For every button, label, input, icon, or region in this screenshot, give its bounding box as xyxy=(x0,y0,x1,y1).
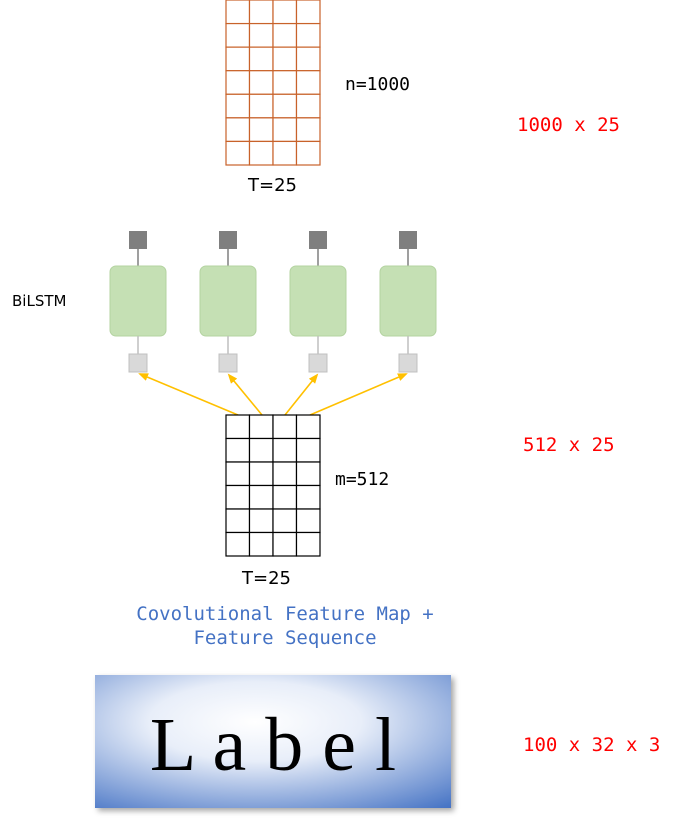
lstm-input-node xyxy=(128,353,148,373)
output-grid-cell xyxy=(272,140,298,166)
output-grid-cell xyxy=(248,117,274,143)
feature-grid-cell xyxy=(225,484,251,510)
output-probability-grid xyxy=(225,0,321,166)
bilstm-label: BiLSTM xyxy=(12,292,66,310)
lstm-output-node xyxy=(219,231,237,249)
input-dimension-label: 100 x 32 x 3 xyxy=(523,734,660,756)
feature-grid-cell xyxy=(272,461,298,487)
feature-grid-cell xyxy=(272,437,298,463)
output-grid-cell xyxy=(248,140,274,166)
feature-grid-cell xyxy=(272,414,298,440)
lstm-cell xyxy=(379,265,437,337)
feature-height-label: m=512 xyxy=(335,469,389,490)
caption-line-1: Covolutional Feature Map + xyxy=(136,603,433,625)
feature-grid-cell xyxy=(248,414,274,440)
output-grid-cell xyxy=(248,93,274,119)
feature-grid-cell xyxy=(295,484,321,510)
feature-sequence-grid xyxy=(225,414,321,557)
feature-to-lstm-arrows xyxy=(138,373,408,416)
input-image-background xyxy=(95,675,451,808)
input-image: L a b e l xyxy=(95,675,451,808)
lstm-output-node xyxy=(129,231,147,249)
feature-grid-cell xyxy=(272,508,298,534)
output-grid-cell xyxy=(272,22,298,48)
output-grid-cell xyxy=(295,22,321,48)
feature-grid-cell xyxy=(248,531,274,557)
output-grid-cell xyxy=(248,0,274,25)
output-grid-cell xyxy=(248,46,274,72)
input-image-text: L a b e l xyxy=(150,703,396,787)
bilstm-cells xyxy=(109,231,437,373)
feature-grid-cell xyxy=(248,484,274,510)
feature-grid-cell xyxy=(295,531,321,557)
output-grid-cell xyxy=(295,117,321,143)
feature-grid-cell xyxy=(225,414,251,440)
feature-grid-cell xyxy=(295,508,321,534)
output-grid-cell xyxy=(225,93,251,119)
lstm-output-node xyxy=(309,231,327,249)
output-grid-cell xyxy=(295,140,321,166)
output-grid-cell xyxy=(248,70,274,95)
feature-grid-cell xyxy=(248,461,274,487)
output-grid-cell xyxy=(225,70,251,95)
output-grid-cell xyxy=(225,140,251,166)
output-grid-cell xyxy=(248,22,274,48)
feature-grid-cell xyxy=(225,461,251,487)
lstm-cell xyxy=(199,265,257,337)
output-grid-cell xyxy=(225,46,251,72)
output-dimension-label: 1000 x 25 xyxy=(517,114,620,136)
feature-grid-cell xyxy=(248,437,274,463)
feature-arrow xyxy=(284,373,319,416)
feature-grid-cell xyxy=(225,437,251,463)
lstm-cell xyxy=(109,265,167,337)
lstm-input-node xyxy=(218,353,238,373)
output-width-label: T=25 xyxy=(247,175,297,196)
feature-grid-cell xyxy=(225,531,251,557)
feature-grid-cell xyxy=(295,414,321,440)
output-grid-cell xyxy=(295,70,321,95)
feature-arrow xyxy=(309,373,408,416)
feature-grid-cell xyxy=(295,437,321,463)
output-grid-cell xyxy=(272,0,298,25)
lstm-output-node xyxy=(399,231,417,249)
feature-grid-cell xyxy=(295,461,321,487)
output-grid-cell xyxy=(225,0,251,25)
output-grid-cell xyxy=(295,0,321,25)
feature-arrow xyxy=(138,373,239,416)
feature-dimension-label: 512 x 25 xyxy=(523,434,615,456)
feature-grid-cell xyxy=(272,484,298,510)
caption-line-2: Feature Sequence xyxy=(193,627,376,649)
feature-grid-cell xyxy=(225,508,251,534)
feature-grid-cell xyxy=(248,508,274,534)
output-grid-cell xyxy=(272,93,298,119)
output-grid-cell xyxy=(225,117,251,143)
output-height-label: n=1000 xyxy=(345,74,410,95)
lstm-input-node xyxy=(308,353,328,373)
feature-grid-cell xyxy=(272,531,298,557)
output-grid-cell xyxy=(225,22,251,48)
feature-width-label: T=25 xyxy=(241,568,291,589)
output-grid-cell xyxy=(272,117,298,143)
feature-arrow xyxy=(227,373,263,416)
output-grid-cell xyxy=(272,46,298,72)
lstm-input-node xyxy=(398,353,418,373)
output-grid-cell xyxy=(295,46,321,72)
output-grid-cell xyxy=(295,93,321,119)
lstm-cell xyxy=(289,265,347,337)
output-grid-cell xyxy=(272,70,298,95)
